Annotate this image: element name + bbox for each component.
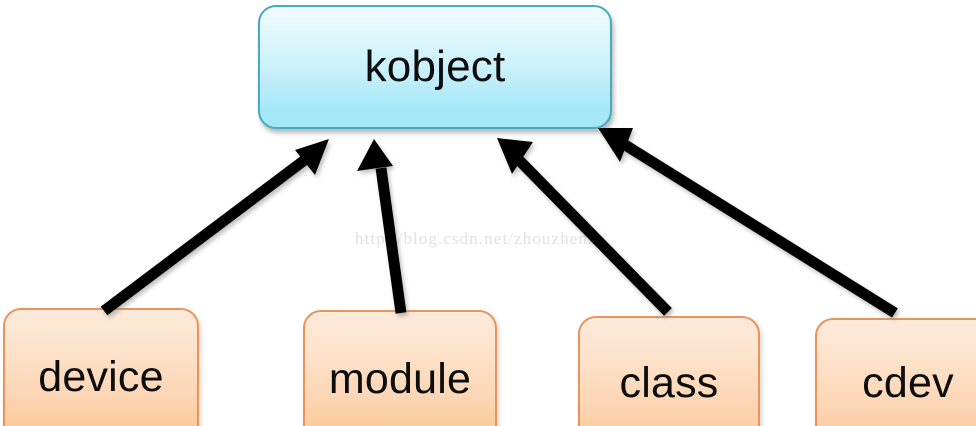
node-cdev-label: cdev	[862, 359, 954, 407]
edge-device-to-kobject	[100, 139, 329, 316]
edge-module-to-kobject	[357, 139, 407, 314]
watermark-text: http://blog.csdn.net/zhouzhenz	[355, 229, 597, 248]
node-class[interactable]: class	[578, 316, 760, 426]
node-cdev[interactable]: cdev	[815, 318, 976, 426]
node-device-label: device	[38, 353, 164, 401]
node-module[interactable]: module	[303, 310, 497, 426]
node-device[interactable]: device	[3, 308, 199, 426]
node-kobject-label: kobject	[364, 42, 506, 91]
node-module-label: module	[328, 355, 472, 403]
edge-cdev-to-kobject	[598, 128, 898, 318]
edge-class-to-kobject	[497, 138, 672, 316]
node-kobject[interactable]: kobject	[258, 5, 612, 129]
node-class-label: class	[619, 359, 719, 407]
